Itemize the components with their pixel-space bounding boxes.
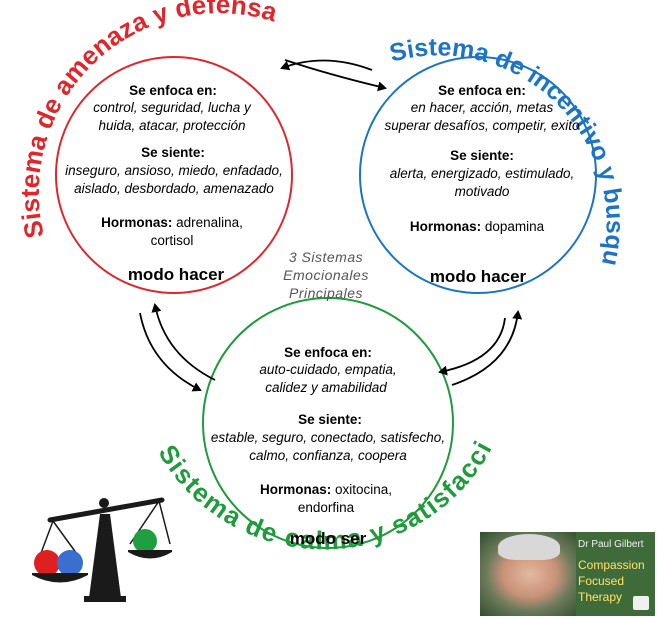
threat-circle: [55, 56, 293, 294]
arrow-threat-to-soothe: [139, 312, 202, 392]
center-label-line: Principales: [289, 285, 363, 301]
author-photo-hair: [498, 534, 560, 560]
scale-ball-red: [34, 550, 60, 576]
threat-hormones-line: cortisol: [151, 233, 194, 248]
soothe-hormones: Hormonas: oxitocina,: [260, 482, 392, 497]
soothe-focus-line: auto-cuidado, empatia,: [259, 362, 396, 377]
drive-circle: [359, 56, 597, 294]
compassion-focused-therapy-cover: Dr Paul Gilbert Compassion Focused Thera…: [480, 532, 655, 616]
scale-ball-blue: [57, 550, 83, 576]
soothe-feels-heading: Se siente:: [298, 412, 362, 427]
threat-mode: modo hacer: [128, 265, 225, 284]
threat-feels-line: inseguro, ansioso, miedo, enfadado,: [65, 163, 283, 178]
threat-focus-heading: Se enfoca en:: [129, 83, 217, 98]
drive-focus-line: en hacer, acción, metas: [411, 100, 554, 115]
arrow-drive-to-soothe: [438, 317, 506, 376]
soothe-mode: modo ser: [290, 529, 367, 548]
soothe-focus-line: calidez y amabilidad: [265, 380, 387, 395]
soothe-hormones-line: endorfina: [298, 500, 355, 515]
drive-hormones: Hormonas: dopamina: [410, 219, 545, 234]
publisher-logo-icon: [633, 596, 649, 610]
arrow-soothe-to-threat: [151, 303, 216, 381]
arrow-threat-to-drive: [284, 59, 387, 92]
threat-hormones: Hormonas: adrenalina,: [101, 215, 243, 230]
cover-title-line: Compassion: [578, 558, 645, 572]
cover-title-line: Focused: [578, 574, 625, 588]
drive-focus-heading: Se enfoca en:: [438, 83, 526, 98]
cover-title-line: Therapy: [578, 590, 623, 604]
threat-focus-line: control, seguridad, lucha y: [93, 100, 252, 115]
drive-focus-line: superar desafíos, competir, exito: [384, 118, 580, 133]
scale-ball-green: [133, 529, 157, 553]
drive-feels-heading: Se siente:: [450, 148, 514, 163]
threat-feels-line: aislado, desbordado, amenazado: [74, 181, 274, 196]
soothe-focus-heading: Se enfoca en:: [284, 345, 372, 360]
center-label-line: 3 Sistemas: [289, 249, 363, 265]
drive-feels-line: alerta, energizado, estimulado,: [390, 166, 575, 181]
center-label-line: Emocionales: [283, 267, 369, 283]
arrow-drive-to-threat: [280, 59, 373, 71]
balance-scale-icon: [32, 497, 172, 602]
author-name: Dr Paul Gilbert: [578, 539, 644, 550]
drive-feels-line: motivado: [455, 184, 510, 199]
soothe-feels-line: estable, seguro, conectado, satisfecho,: [211, 430, 445, 445]
arrow-soothe-to-drive: [451, 310, 523, 386]
soothe-circle: [202, 297, 454, 549]
drive-mode: modo hacer: [430, 267, 527, 286]
soothe-feels-line: calmo, confianza, coopera: [249, 448, 407, 463]
threat-focus-line: huida, atacar, protección: [98, 118, 245, 133]
threat-feels-heading: Se siente:: [141, 145, 205, 160]
